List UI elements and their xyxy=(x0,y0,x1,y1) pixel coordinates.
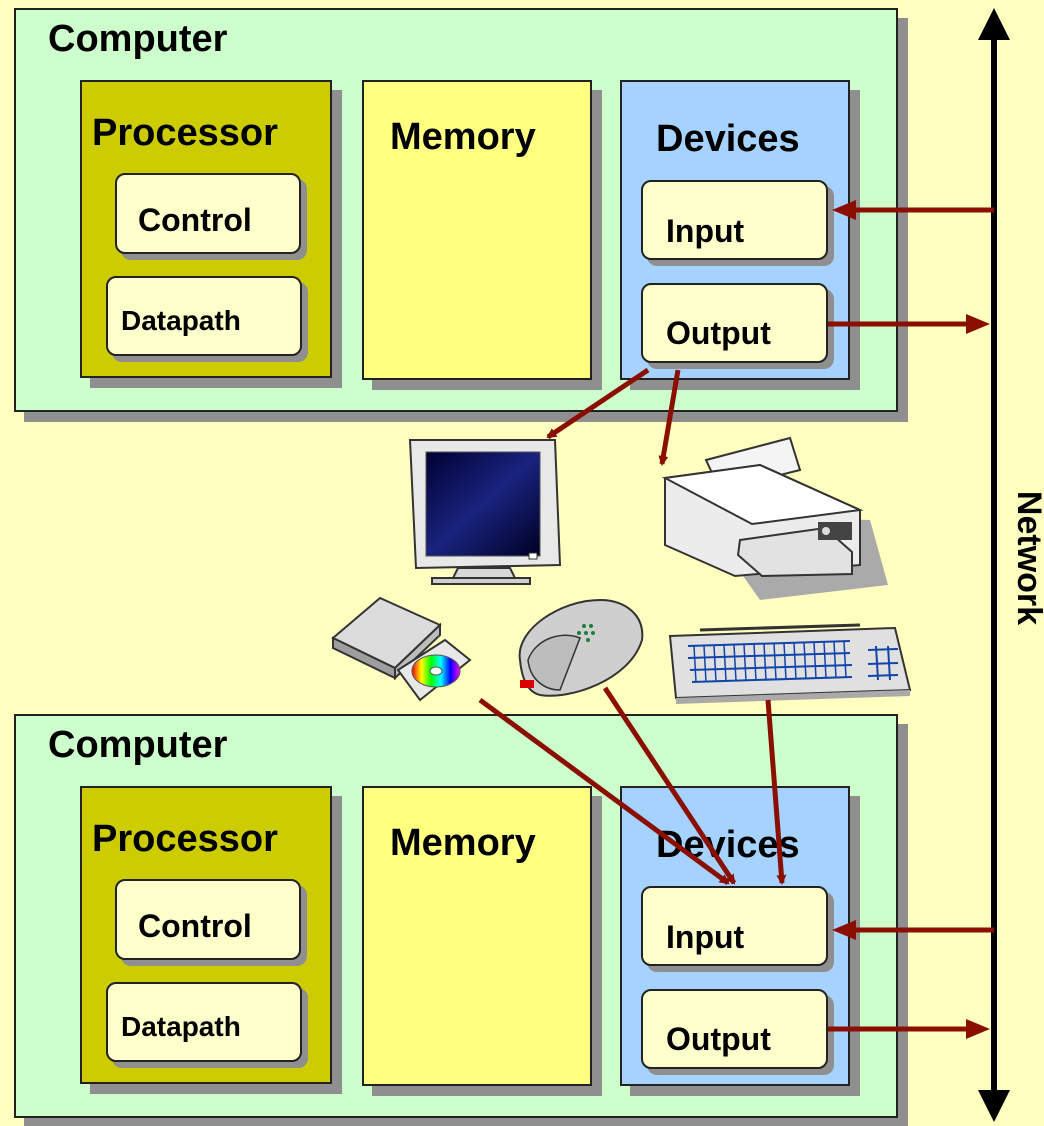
mouse-icon xyxy=(518,598,644,697)
input-top xyxy=(641,180,828,260)
arrow-output-to-network-top xyxy=(828,314,990,334)
control-bottom xyxy=(115,879,301,960)
output-top-label: Output xyxy=(666,315,771,351)
memory-bottom-label: Memory xyxy=(390,822,536,864)
control-top xyxy=(115,173,301,254)
arrow-output-to-printer xyxy=(658,369,681,466)
arrow-network-to-input-top xyxy=(832,200,994,220)
memory-top-label: Memory xyxy=(390,116,536,158)
input-bottom-label: Input xyxy=(666,919,745,955)
disk-drive-icon xyxy=(331,596,472,702)
monitor-icon xyxy=(408,439,562,585)
output-top xyxy=(641,283,828,363)
input-bottom xyxy=(641,886,828,966)
printer-icon xyxy=(661,436,888,600)
computer-top-title: Computer xyxy=(48,18,228,60)
processor-top-label: Processor xyxy=(92,112,278,154)
computer-bottom-title: Computer xyxy=(48,724,228,766)
arrow-network-to-input-bottom xyxy=(832,920,994,940)
input-top-label: Input xyxy=(666,213,745,249)
datapath-bottom-label: Datapath xyxy=(121,1011,241,1042)
arrow-output-to-monitor xyxy=(546,367,650,440)
arrow-mouse-to-input-bottom xyxy=(602,686,737,885)
arrow-output-to-network-bottom xyxy=(828,1019,990,1039)
datapath-bottom xyxy=(106,982,302,1062)
keyboard-icon xyxy=(668,623,912,704)
arrow-disk-to-input-bottom xyxy=(478,697,730,886)
devices-top-label: Devices xyxy=(656,118,800,160)
output-bottom xyxy=(641,989,828,1069)
control-bottom-label: Control xyxy=(138,908,252,944)
datapath-top-label: Datapath xyxy=(121,305,241,336)
datapath-top xyxy=(106,276,302,356)
processor-bottom-label: Processor xyxy=(92,818,278,860)
control-top-label: Control xyxy=(138,202,252,238)
memory-top xyxy=(362,80,592,380)
arrow-keyboard-to-input-bottom xyxy=(765,699,787,885)
output-bottom-label: Output xyxy=(666,1021,771,1057)
network-bus xyxy=(978,8,1010,1122)
memory-bottom xyxy=(362,786,592,1086)
